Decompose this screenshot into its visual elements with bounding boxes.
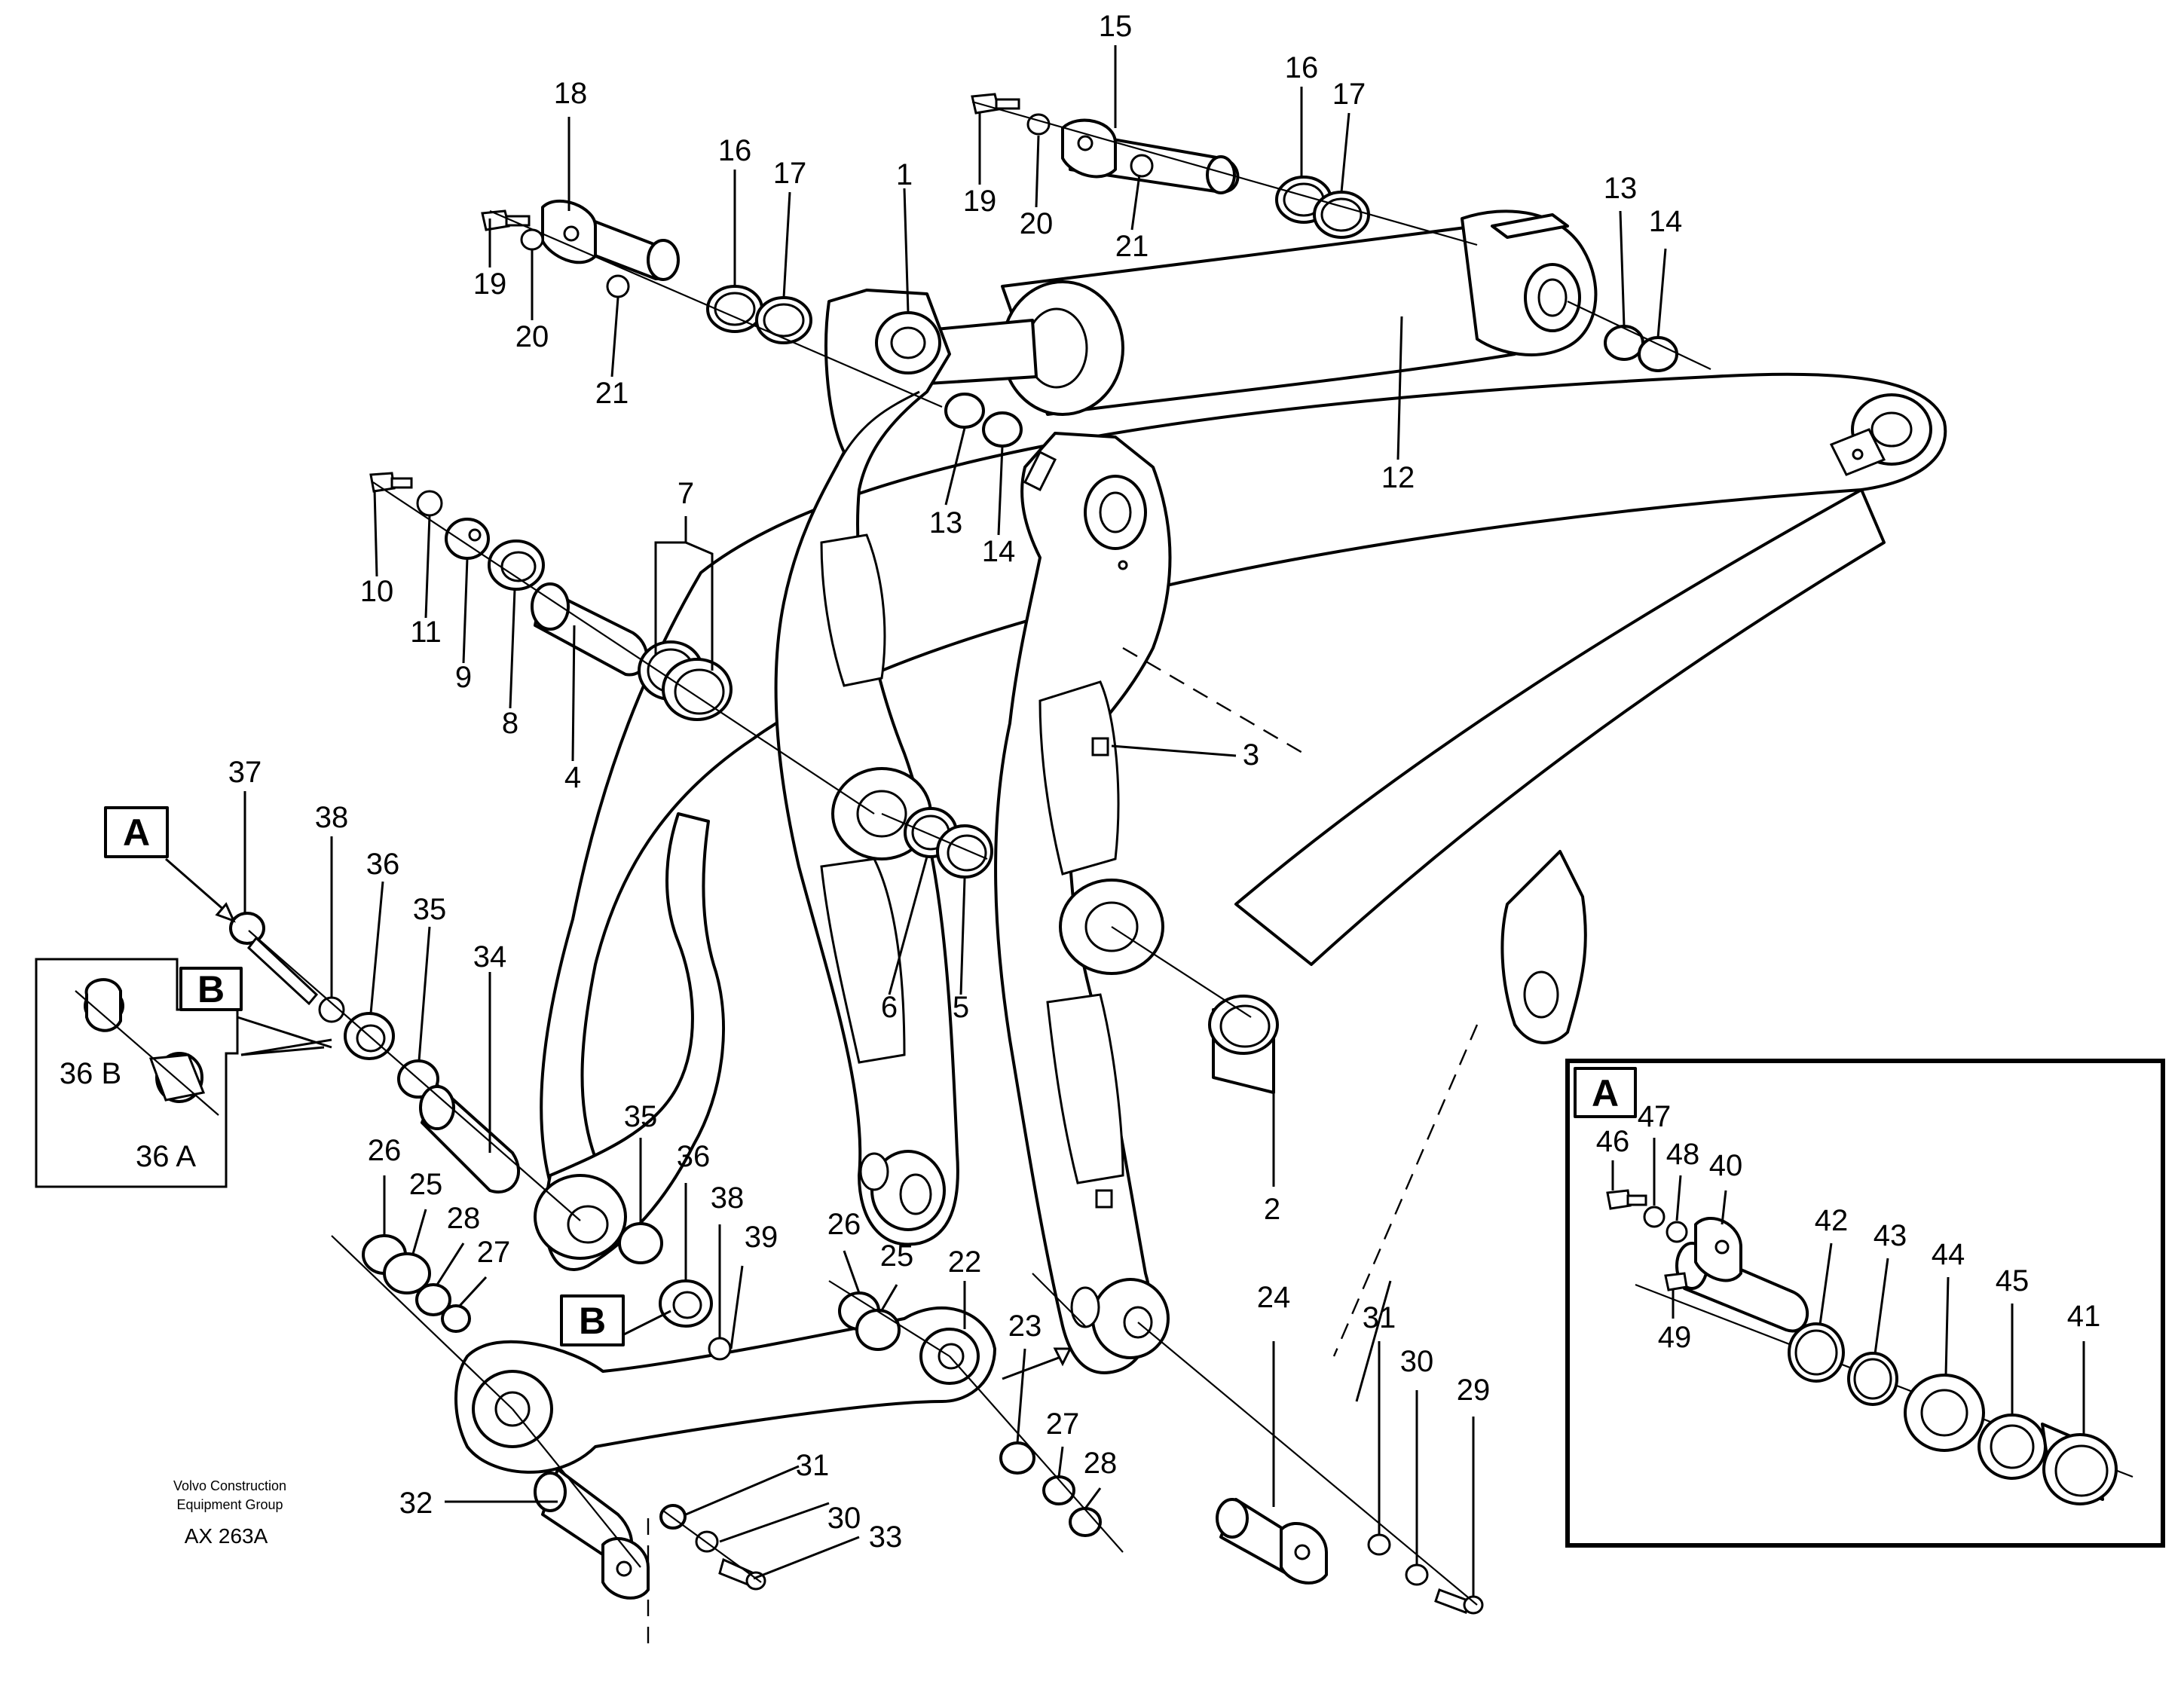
callout-47: 47 [1638, 1100, 1672, 1133]
callout-7: 7 [678, 477, 694, 510]
callout-20-b: 20 [1020, 207, 1054, 240]
callout-9: 9 [455, 661, 472, 694]
caption: Volvo Construction Equipment Group AX 26… [173, 1478, 286, 1548]
caption-drawing-code: AX 263A [185, 1524, 268, 1548]
inset-b-label-box [179, 967, 243, 1011]
callout-30-a: 30 [1400, 1345, 1434, 1378]
callout-18: 18 [554, 77, 588, 110]
boom-arm [540, 372, 1947, 1207]
callout-43: 43 [1874, 1219, 1907, 1252]
callout-19-b: 19 [963, 185, 997, 218]
callout-37: 37 [228, 756, 262, 789]
callout-17-b: 17 [1332, 78, 1366, 111]
callout-28-a: 28 [447, 1202, 481, 1235]
callout-13-a: 13 [929, 506, 963, 539]
callout-35-a: 35 [413, 893, 447, 926]
callout-6: 6 [881, 991, 898, 1024]
callout-17-a: 17 [773, 157, 807, 190]
callout-38-a: 38 [315, 801, 349, 834]
callout-31-a: 31 [1363, 1301, 1396, 1334]
callout-26-a: 26 [368, 1134, 402, 1167]
callout-22: 22 [948, 1245, 982, 1279]
tilt-arm [534, 812, 725, 1271]
callout-21-a: 21 [595, 377, 629, 410]
callout-15: 15 [1099, 10, 1133, 43]
callout-27-a: 27 [477, 1236, 511, 1269]
callout-32: 32 [399, 1487, 433, 1520]
callout-10: 10 [360, 575, 394, 608]
lower-link [454, 1307, 996, 1474]
callout-36-b: 36 [677, 1140, 711, 1173]
callout-14-a: 14 [982, 535, 1016, 568]
hydraulic-cylinder [910, 209, 1598, 416]
caption-company-line2: Equipment Group [176, 1497, 283, 1512]
callout-4: 4 [564, 761, 581, 794]
ref-box-b [560, 1294, 625, 1346]
ref-box-a [104, 806, 169, 858]
hardware [84, 93, 1678, 1615]
callout-35-b: 35 [624, 1100, 658, 1133]
callout-31-b: 31 [796, 1449, 830, 1482]
callout-25-b: 25 [880, 1239, 914, 1273]
callout-3: 3 [1243, 738, 1259, 772]
callout-36-a: 36 [366, 848, 400, 881]
callout-14-b: 14 [1649, 205, 1683, 238]
callout-5: 5 [953, 991, 969, 1024]
callout-34: 34 [473, 940, 507, 973]
callout-41: 41 [2067, 1300, 2101, 1333]
ref-letter-b: B [579, 1300, 606, 1342]
callout-25-a: 25 [409, 1168, 443, 1201]
inset-a-label-box [1574, 1067, 1637, 1118]
callout-40: 40 [1709, 1149, 1743, 1182]
callout-1: 1 [896, 158, 913, 191]
callout-12: 12 [1381, 461, 1415, 494]
callout-29: 29 [1457, 1374, 1491, 1407]
callout-26-b: 26 [827, 1208, 861, 1241]
inset-a [1565, 1059, 2165, 1548]
callout-11: 11 [410, 616, 442, 649]
callout-45: 45 [1996, 1264, 2030, 1297]
callout-30-b: 30 [827, 1502, 861, 1535]
callout-8: 8 [502, 707, 518, 740]
callout-24: 24 [1257, 1281, 1291, 1314]
callout-36B: 36 B [60, 1057, 121, 1090]
inset-b-letter: B [197, 968, 225, 1010]
callout-33: 33 [869, 1521, 903, 1554]
callout-labels: 1 2 3 4 5 6 7 8 9 10 11 12 13 13 14 14 1… [60, 10, 2100, 1554]
callout-36A: 36 A [136, 1140, 196, 1173]
callout-13-b: 13 [1604, 172, 1638, 205]
callout-44: 44 [1932, 1238, 1965, 1271]
caption-company-line1: Volvo Construction [173, 1478, 286, 1493]
callout-49: 49 [1658, 1321, 1692, 1354]
callout-48: 48 [1666, 1138, 1700, 1171]
callout-28-b: 28 [1084, 1447, 1118, 1480]
callout-27-b: 27 [1046, 1407, 1080, 1441]
callout-46: 46 [1596, 1125, 1630, 1158]
callout-16-b: 16 [1285, 51, 1319, 84]
leader-lines [165, 45, 1667, 1597]
inset-a-letter: A [1592, 1072, 1619, 1114]
callout-23: 23 [1008, 1310, 1042, 1343]
callout-21-b: 21 [1115, 230, 1149, 263]
callout-20-a: 20 [515, 320, 549, 353]
callout-19-a: 19 [473, 267, 507, 301]
callout-2: 2 [1264, 1193, 1280, 1226]
callout-42: 42 [1815, 1204, 1849, 1237]
inset-b [35, 958, 243, 1188]
ref-letter-a: A [123, 811, 150, 854]
callout-39: 39 [745, 1221, 778, 1254]
callout-16-a: 16 [718, 134, 752, 167]
callout-38-b: 38 [711, 1181, 745, 1215]
